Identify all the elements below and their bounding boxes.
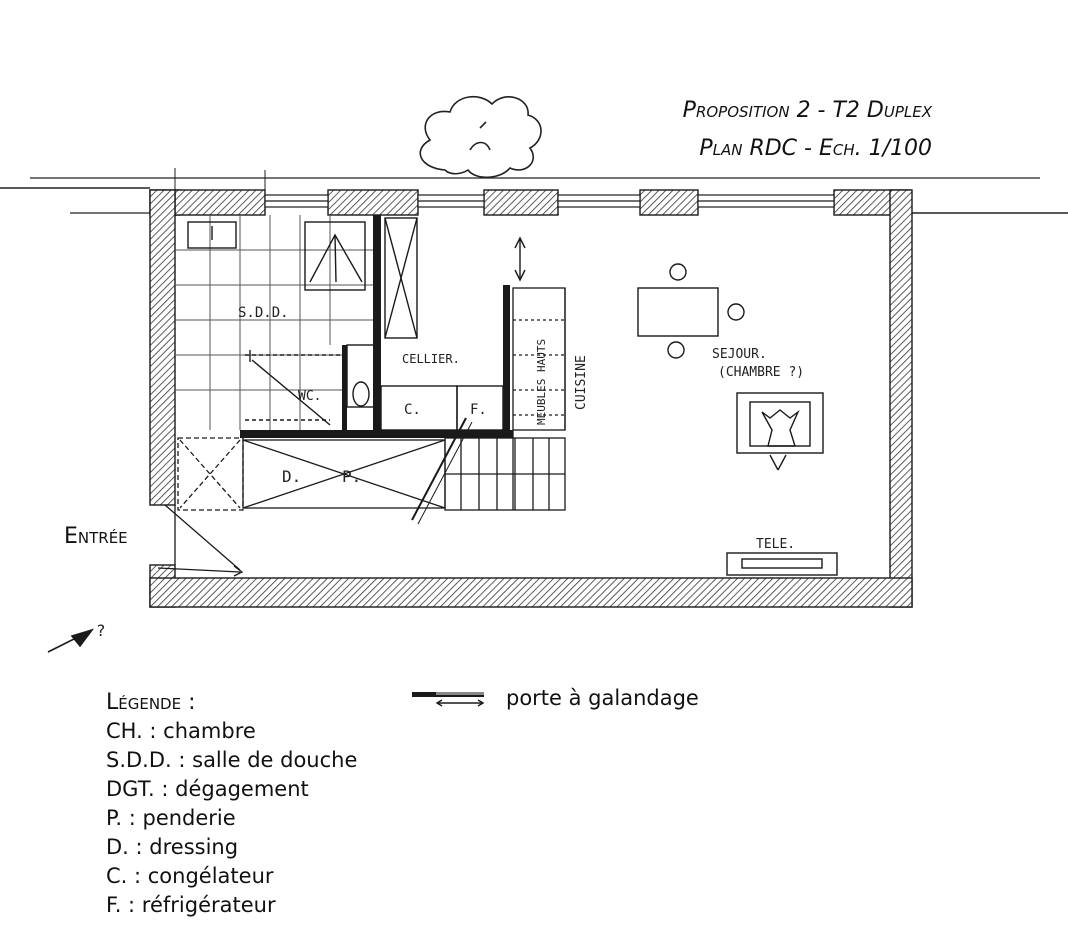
washbasin (187, 221, 237, 249)
label-cellier: CELLIER. (402, 352, 460, 366)
door-key-label: porte à galandage (506, 686, 699, 710)
legend-item: DGT. : dégagement (106, 777, 309, 801)
label-wc: WC. (298, 389, 321, 404)
fireplace (736, 392, 824, 471)
label-sejour: SEJOUR. (712, 347, 767, 362)
north-mark: ? (96, 621, 106, 640)
label-congelateur: C. (404, 402, 421, 418)
legend-title: Légende : (106, 690, 196, 715)
pocket-door-icon (412, 692, 485, 707)
legend: Légende : CH. : chambre S.D.D. : salle d… (106, 688, 357, 920)
dining-table (637, 263, 745, 359)
door-key: porte à galandage (412, 686, 699, 710)
entrance-door (157, 504, 244, 577)
label-tele: TELE. (756, 537, 795, 552)
shower-tray (304, 221, 366, 291)
label-cuisine: CUISINE (574, 355, 589, 410)
windows (264, 194, 835, 208)
plan-subtitle: Plan RDC - Ech. 1/100 (699, 136, 932, 161)
exterior-walls (149, 189, 913, 608)
kitchen-units (512, 287, 566, 510)
legend-item: D. : dressing (106, 835, 239, 859)
legend-item: CH. : chambre (106, 719, 256, 743)
label-meubles-hauts: MEUBLES HAUTS (535, 339, 548, 425)
label-dressing-d: D. (282, 467, 301, 486)
shower-room-tiles (175, 215, 375, 430)
label-refrigerateur: F. (470, 402, 487, 418)
staircase (411, 417, 566, 525)
legend-item: C. : congélateur (106, 864, 274, 888)
label-sejour-chambre: (CHAMBRE ?) (718, 365, 804, 380)
legend-item: P. : penderie (106, 806, 236, 830)
north-arrow-icon (47, 628, 95, 653)
legend-list: CH. : chambre S.D.D. : salle de douche D… (106, 717, 357, 920)
legend-item: S.D.D. : salle de douche (106, 748, 358, 772)
tv-unit (726, 552, 838, 576)
label-sdd: S.D.D. (238, 305, 289, 321)
legend-item: F. : réfrigérateur (106, 893, 276, 917)
label-dressing-p: P. (342, 467, 361, 486)
plan-title: Proposition 2 - T2 Duplex (682, 98, 932, 123)
cellier (380, 217, 526, 431)
dressing (177, 437, 446, 511)
interior-walls (240, 215, 513, 438)
entrance-label: Entrée (64, 524, 128, 549)
wc (245, 344, 376, 426)
tree-sketch (419, 95, 542, 179)
